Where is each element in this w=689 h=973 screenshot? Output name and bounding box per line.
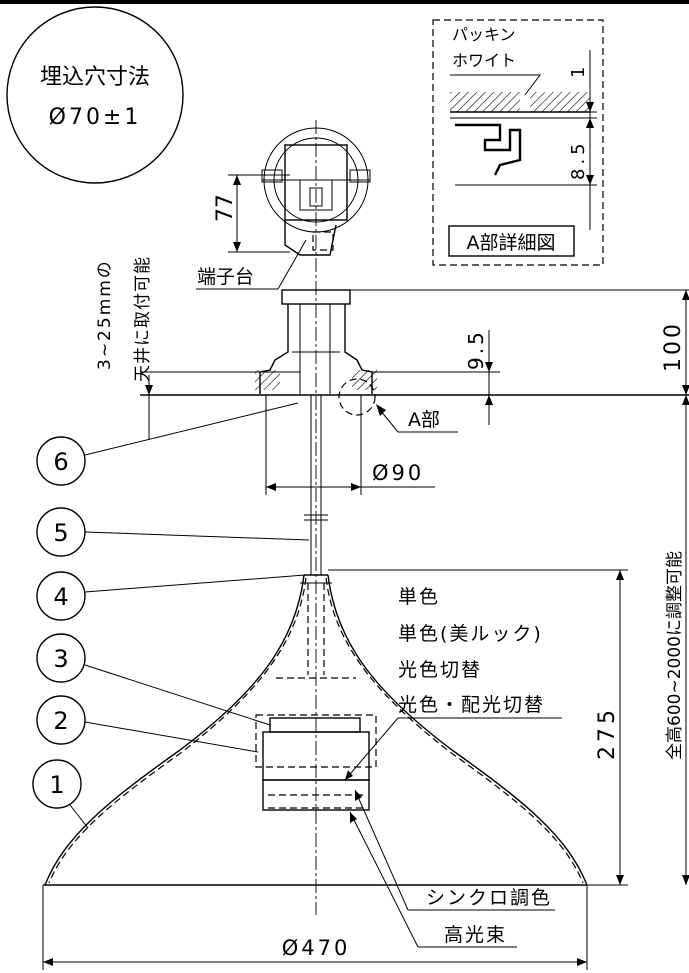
callout-1: 1 bbox=[32, 759, 89, 829]
callout-6: 6 bbox=[36, 402, 299, 486]
dim-total-height: 全高600~2000に調整可能 bbox=[665, 395, 689, 885]
detail-dim-1: 1 bbox=[568, 67, 589, 78]
ceiling-range-line1: 3~25mmの bbox=[95, 259, 115, 370]
variant-bottom-2: 高光束 bbox=[444, 924, 507, 946]
variant-bottom-1: シンクロ調色 bbox=[426, 887, 552, 909]
part-a-label: A部 bbox=[408, 409, 440, 431]
lamp-shade bbox=[44, 574, 588, 886]
ceiling-mount bbox=[255, 289, 377, 394]
total-height-label: 全高600~2000に調整可能 bbox=[665, 551, 685, 760]
terminal-label: 端子台 bbox=[197, 266, 254, 288]
svg-text:2: 2 bbox=[53, 707, 68, 735]
dim-470-label: Ø470 bbox=[282, 936, 351, 960]
dim-77-label: 77 bbox=[213, 194, 238, 222]
svg-text:4: 4 bbox=[53, 583, 68, 611]
dim-470: Ø470 bbox=[42, 884, 588, 970]
variant-list: 単色 単色(美ルック) 光色切替 光色・配光切替 bbox=[344, 586, 562, 781]
detail-dim-85: 8.5 bbox=[568, 139, 589, 180]
dim-100: 100 bbox=[350, 289, 689, 395]
variant-4: 光色・配光切替 bbox=[398, 694, 545, 716]
variant-list-bottom: シンクロ調色 高光束 bbox=[349, 789, 555, 948]
svg-text:3: 3 bbox=[53, 645, 68, 673]
dim-90-label: Ø90 bbox=[372, 461, 424, 485]
hole-size-circle: 埋込穴寸法 Ø70±1 bbox=[6, 6, 184, 184]
dim-9-5-label: 9.5 bbox=[464, 329, 488, 370]
dim-275: 275 bbox=[328, 569, 628, 886]
callout-4: 4 bbox=[36, 571, 306, 621]
svg-text:6: 6 bbox=[53, 448, 68, 476]
dim-100-label: 100 bbox=[661, 321, 686, 372]
light-engine bbox=[255, 714, 377, 811]
terminal-block bbox=[261, 127, 371, 256]
hole-size-value: Ø70±1 bbox=[49, 105, 142, 130]
dim-90: Ø90 bbox=[265, 395, 435, 495]
hole-size-label: 埋込穴寸法 bbox=[40, 65, 150, 90]
ceiling-range-line2: 天井に取付可能 bbox=[133, 256, 153, 382]
dim-77: 77 bbox=[213, 174, 290, 253]
packing-white-label: ホワイト bbox=[452, 51, 516, 70]
dim-275-label: 275 bbox=[595, 706, 620, 760]
variant-1: 単色 bbox=[398, 586, 440, 608]
variant-2: 単色(美ルック) bbox=[398, 623, 543, 645]
top-border bbox=[0, 0, 689, 4]
callout-2: 2 bbox=[36, 695, 259, 753]
svg-text:1: 1 bbox=[49, 771, 64, 799]
dim-9-5: 9.5 bbox=[372, 329, 500, 425]
callout-3: 3 bbox=[36, 633, 271, 726]
callout-5: 5 bbox=[36, 507, 310, 557]
variant-3: 光色切替 bbox=[398, 659, 482, 681]
detail-a-title: A部詳細図 bbox=[467, 232, 556, 254]
svg-text:5: 5 bbox=[53, 519, 68, 547]
packing-label: パッキン bbox=[452, 25, 516, 44]
detail-a-box: パッキン ホワイト 1 8.5 A部詳細図 bbox=[432, 19, 604, 266]
